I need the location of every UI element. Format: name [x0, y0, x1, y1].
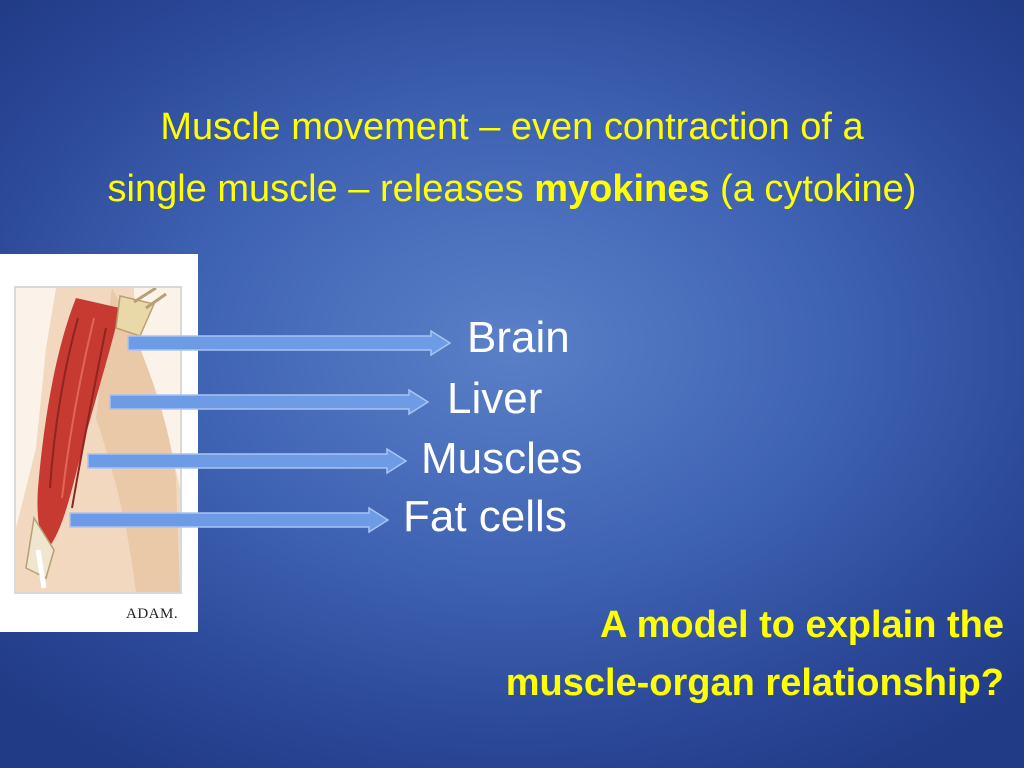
question-line-1: A model to explain the: [600, 604, 1004, 646]
arm-muscle-image: ADAM.: [0, 254, 198, 632]
title-text: single muscle – releases: [107, 168, 535, 210]
arrow-to-brain: [127, 329, 452, 357]
arrow-to-fat-cells: [69, 506, 390, 534]
title-text-end: (a cytokine): [709, 168, 917, 210]
question-line-2: muscle-organ relationship?: [505, 662, 1004, 704]
title-line-2: single muscle – releases myokines (a cyt…: [0, 158, 1024, 220]
target-muscles: Muscles: [421, 434, 583, 483]
arrow-to-muscles: [87, 447, 408, 475]
target-liver: Liver: [447, 374, 543, 423]
arrow-to-liver: [109, 388, 430, 416]
question-text: A model to explain the muscle-organ rela…: [506, 596, 1004, 712]
title-line-1: Muscle movement – even contraction of a: [160, 106, 864, 148]
myokines-term: myokines: [534, 168, 710, 210]
slide-title: Muscle movement – even contraction of a …: [0, 96, 1024, 220]
adam-credit: ADAM.: [126, 606, 179, 622]
target-brain: Brain: [467, 313, 570, 362]
target-fat-cells: Fat cells: [403, 492, 567, 541]
